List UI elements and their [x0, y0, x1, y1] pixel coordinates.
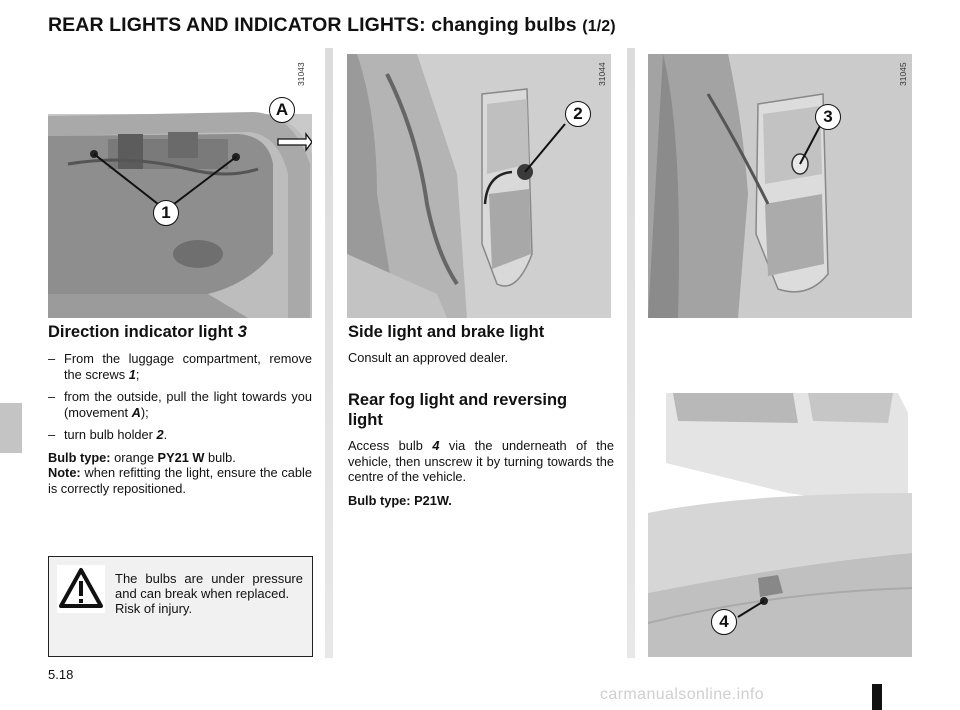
list-dash: –	[48, 427, 56, 442]
step-punct: ;	[135, 366, 140, 382]
body-pre: Access bulb	[348, 438, 433, 453]
heading-ref: 3	[237, 323, 247, 341]
figure-code: 31045	[898, 62, 908, 86]
note-label: Note:	[48, 465, 81, 480]
figure-code: 31044	[597, 62, 607, 86]
list-item: –from the outside, pull the light toward…	[48, 389, 312, 420]
step-ref: 1	[128, 366, 136, 382]
bulb-type-pre: orange	[110, 449, 158, 465]
warning-icon-frame	[57, 565, 105, 613]
callout-2: 2	[565, 101, 591, 127]
step-ref: A	[131, 404, 141, 420]
page-number: 5.18	[48, 667, 74, 682]
warning-box: The bulbs are under pressure and can bre…	[48, 556, 313, 657]
body-post: via the underneath of the vehicle, then …	[348, 438, 615, 484]
page-corner-mark	[872, 684, 882, 710]
step-text: from the outside, pull the light towards…	[64, 389, 312, 420]
step-text: From the luggage compartment, remove the…	[64, 351, 312, 382]
warning-triangle-icon	[59, 568, 103, 608]
warning-line: The bulbs are under pressure and can bre…	[115, 571, 303, 602]
bulb-type-text: Bulb type: P21W.	[348, 492, 452, 508]
callout-4: 4	[711, 609, 737, 635]
bulb-type-text: Bulb type: orange PY21 W bulb.	[48, 450, 312, 466]
figure-rear-bumper: 4 31009	[648, 393, 912, 657]
warning-line: Risk of injury.	[115, 601, 193, 617]
bulb-type-label: Bulb type:	[48, 449, 111, 465]
rear-light-illustration	[347, 54, 611, 318]
section-heading: Rear fog light and reversing light	[348, 391, 568, 429]
note-body: when refitting the light, ensure the cab…	[48, 465, 312, 496]
column-divider	[325, 48, 333, 658]
callout-3: 3	[815, 104, 841, 130]
rear-light-removed-illustration	[648, 54, 912, 318]
note-text: Note: when refitting the light, ensure t…	[48, 465, 312, 496]
rear-bumper-illustration	[648, 393, 912, 657]
luggage-compartment-illustration	[48, 112, 312, 318]
figure-rear-light-bulb: 3 31045	[648, 54, 912, 318]
section-heading: Side light and brake light	[348, 323, 545, 341]
page-title-part: (1/2)	[582, 18, 616, 35]
body-text: Consult an approved dealer.	[348, 350, 509, 365]
step-punct: );	[140, 404, 149, 420]
step-ref: 2	[156, 427, 164, 442]
list-dash: –	[48, 351, 56, 366]
bulb-type-value: PY21 W	[157, 449, 205, 465]
step-punct: .	[163, 427, 168, 442]
direction-indicator-section: Direction indicator light 3 –From the lu…	[48, 322, 312, 496]
instruction-list: –From the luggage compartment, remove th…	[48, 351, 312, 443]
list-dash: –	[48, 389, 56, 404]
watermark: carmanualsonline.info	[600, 686, 765, 703]
section-heading: Direction indicator light 3	[48, 322, 312, 342]
heading-text: Direction indicator light	[48, 323, 234, 341]
figure-code: 31043	[296, 62, 306, 86]
figure-rear-light-bulb-holder: 2 31044	[347, 54, 611, 318]
step-text: turn bulb holder	[64, 427, 157, 442]
callout-1: 1	[153, 200, 179, 226]
body-text: Access bulb 4 via the underneath of the …	[348, 438, 614, 485]
page-title: REAR LIGHTS AND INDICATOR LIGHTS: changi…	[48, 14, 616, 36]
callout-A: A	[269, 97, 295, 123]
list-item: –From the luggage compartment, remove th…	[48, 351, 312, 382]
figure-luggage-compartment: A 1 31043	[48, 54, 312, 318]
rear-fog-section: Rear fog light and reversing light Acces…	[348, 390, 614, 508]
body-ref: 4	[432, 438, 440, 453]
bulb-type-post: bulb.	[204, 449, 236, 465]
side-light-section: Side light and brake light Consult an ap…	[348, 322, 614, 366]
section-tab	[0, 403, 22, 453]
warning-text: The bulbs are under pressure and can bre…	[115, 571, 303, 617]
list-item: –turn bulb holder 2.	[48, 427, 312, 443]
column-divider	[627, 48, 635, 658]
